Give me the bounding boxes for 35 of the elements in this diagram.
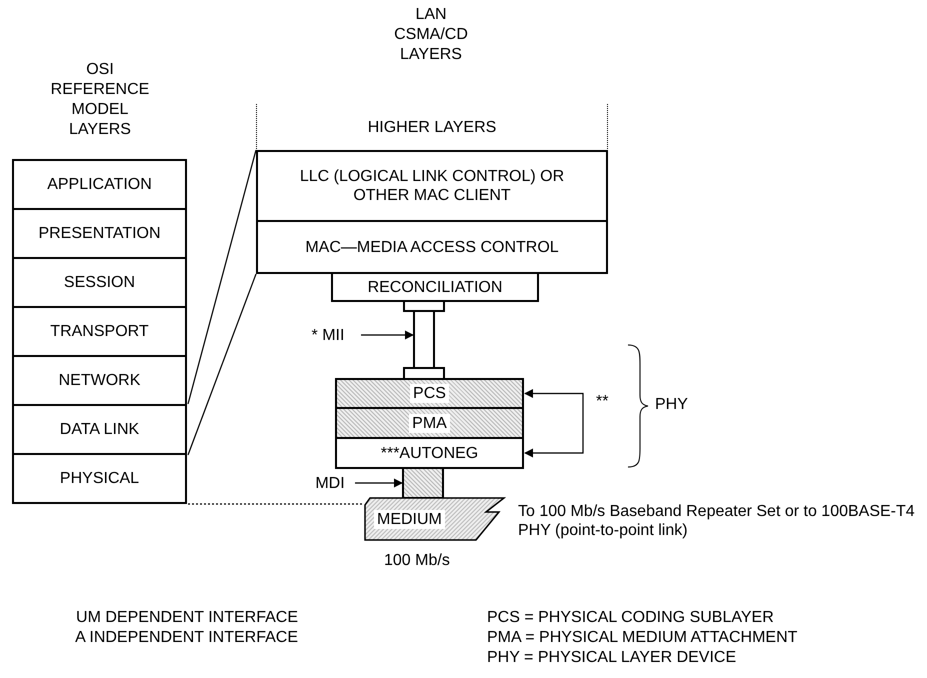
interface-label: MDI: [306, 472, 354, 494]
footnote-text: PMA = PHYSICAL MEDIUM ATTACHMENT: [487, 628, 798, 647]
layer-box: DATA LINK: [12, 404, 187, 455]
edge-label: **: [596, 392, 608, 411]
arrow: [355, 478, 403, 488]
sublayer-box: ***AUTONEG: [335, 437, 524, 469]
sublayer-box: PCS: [335, 378, 524, 409]
mapping-line: [187, 150, 257, 404]
connector-drawing: [403, 300, 445, 380]
arrow: [361, 330, 414, 340]
layer-box: MAC—MEDIA ACCESS CONTROL: [256, 220, 608, 274]
layer-box: SESSION: [12, 257, 187, 308]
footnote-text: PHY = PHYSICAL LAYER DEVICE: [487, 648, 736, 667]
footnote-text: UM DEPENDENT INTERFACE: [76, 608, 298, 627]
connector-drawing: [402, 467, 444, 499]
layer-box: APPLICATION: [12, 159, 187, 210]
mapping-line: [187, 274, 257, 456]
interface-label: * MII: [300, 324, 356, 346]
footnote-text: A INDEPENDENT INTERFACE: [75, 628, 298, 647]
group-label: PHY: [655, 395, 688, 414]
layer-box: TRANSPORT: [12, 306, 187, 357]
arrow: [524, 389, 584, 458]
layer-box: RECONCILIATION: [331, 272, 539, 302]
note-text: 100 Mb/s: [384, 551, 450, 570]
footnote-text: PCS = PHYSICAL CODING SUBLAYER: [487, 608, 774, 627]
heading: OSI REFERENCE MODEL LAYERS: [50, 60, 150, 140]
layer-box: PHYSICAL: [12, 453, 187, 504]
layer-box: NETWORK: [12, 355, 187, 406]
layer-box: LLC (LOGICAL LINK CONTROL) OR OTHER MAC CLIENT: [256, 150, 608, 222]
medium-shape: MEDIUM: [364, 497, 506, 541]
layer-box: PRESENTATION: [12, 208, 187, 259]
note-text: To 100 Mb/s Baseband Repeater Set or to 100BASE-T4 PHY (point-to-point link): [518, 502, 916, 540]
heading: LAN CSMA/CD LAYERS: [393, 5, 469, 65]
sublayer-box: PMA: [335, 407, 524, 439]
mapping-line: [188, 503, 364, 505]
